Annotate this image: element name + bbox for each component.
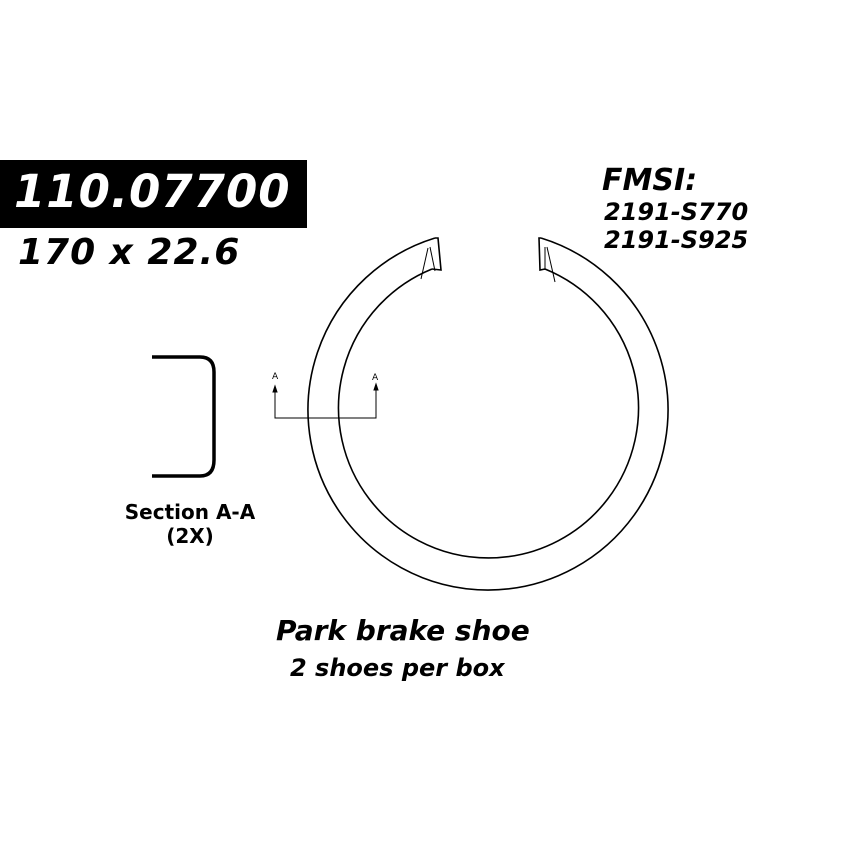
fmsi-label: FMSI: — [602, 163, 698, 198]
part-number-box — [0, 160, 307, 228]
dimensions: 170 x 22.6 — [18, 232, 241, 273]
product-subtitle: 2 shoes per box — [290, 654, 505, 682]
left-end-detail — [420, 246, 436, 280]
section-marker-left: A — [272, 372, 279, 382]
section-quantity: (2X) — [166, 524, 214, 548]
fmsi-code: 2191-S925 — [604, 226, 749, 254]
section-cut-line — [272, 382, 379, 419]
right-end-detail — [544, 246, 556, 283]
product-title: Park brake shoe — [276, 614, 530, 647]
brake-shoe-ring — [307, 237, 669, 591]
section-label: Section A-A — [124, 500, 256, 524]
part-number: 110.07700 — [14, 165, 291, 218]
section-marker-right: A — [372, 373, 379, 383]
section-profile — [152, 355, 216, 478]
fmsi-code: 2191-S770 — [604, 198, 749, 226]
